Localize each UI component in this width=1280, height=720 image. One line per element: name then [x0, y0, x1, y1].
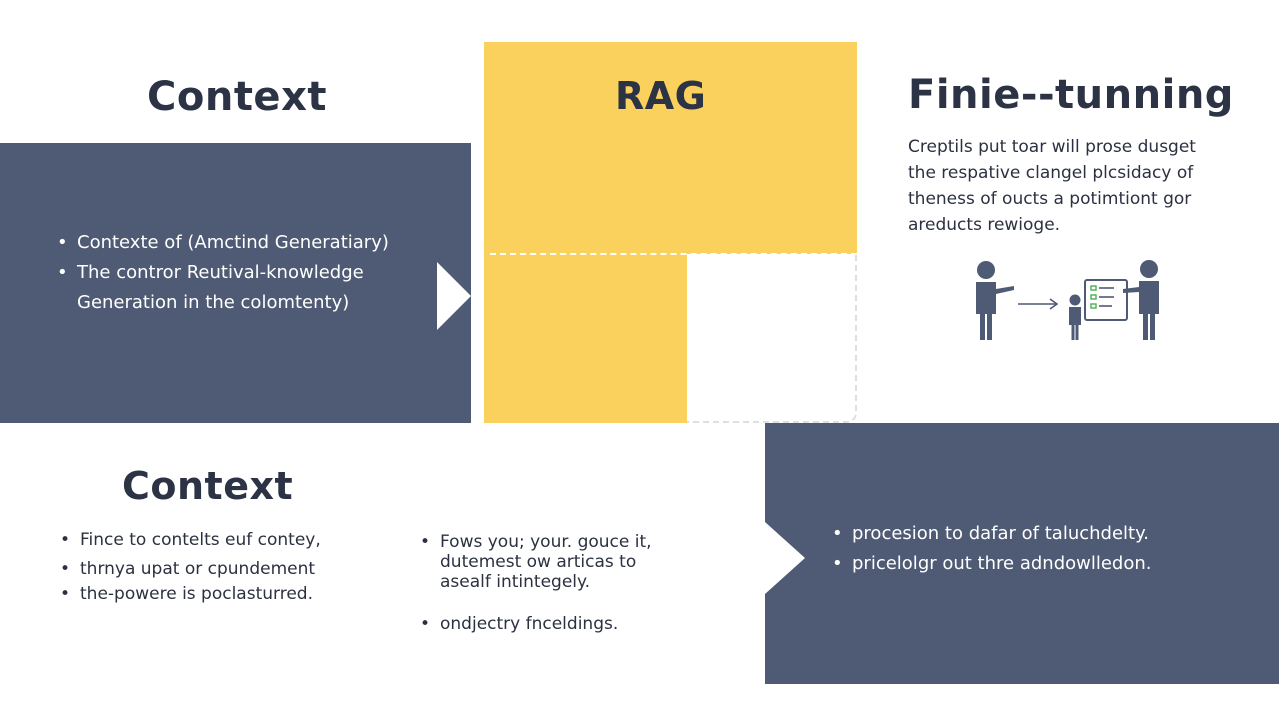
list-item: pricelolgr out thre adndowlledon.: [830, 549, 1152, 579]
description-line: theness of oucts a potimtiont gor: [908, 189, 1192, 209]
list-item: the-powere is poclasturred.: [58, 586, 321, 604]
person-right-icon: [1123, 260, 1159, 340]
teaching-illustration: [976, 260, 1159, 340]
context-bottom-list: Fince to contelts euf contey, thrnya upa…: [58, 532, 321, 615]
rag-title: RAG: [615, 74, 707, 118]
fine-tuning-description: Creptils put toar will prose dusget the …: [908, 134, 1248, 238]
person-left-icon: [976, 261, 1014, 340]
context-panel-arrow-notch: [437, 262, 471, 330]
checklist-board-icon: [1084, 279, 1128, 321]
summary-panel-list: procesion to dafar of taluchdelty. price…: [830, 519, 1152, 579]
list-item: Fows you; your. gouce it,: [418, 532, 652, 552]
context-panel-list: Contexte of (Amctind Generatiary) The co…: [55, 228, 389, 318]
list-item: asealf intintegely.: [440, 572, 591, 592]
list-item: Contexte of (Amctind Generatiary): [55, 228, 389, 258]
rag-block-top: [484, 42, 857, 254]
rag-dashed-divider: [490, 253, 857, 255]
list-item: dutemest ow articas to: [440, 552, 637, 572]
context-title-top: Context: [147, 74, 327, 120]
description-line: Creptils put toar will prose dusget: [908, 137, 1196, 157]
fine-tuning-title: Finie--tunning: [908, 72, 1234, 118]
list-item: ondjectry fnceldings.: [418, 614, 652, 634]
description-line: areducts rewioge.: [908, 215, 1061, 235]
context-title-bottom: Context: [122, 464, 294, 508]
description-line: the respative clangel plcsidacy of: [908, 163, 1194, 183]
rag-dashed-outline: [687, 254, 857, 423]
summary-panel-arrow-notch: [765, 522, 805, 594]
list-item: Generation in the colomtenty): [77, 292, 350, 313]
child-icon: [1069, 294, 1081, 340]
arrow-right-icon: [1018, 298, 1059, 310]
middle-notes-list: Fows you; your. gouce it, dutemest ow ar…: [418, 532, 652, 634]
list-item: The contror Reutival-knowledge: [55, 258, 389, 288]
list-item: Fince to contelts euf contey,: [58, 532, 321, 550]
list-item: procesion to dafar of taluchdelty.: [830, 519, 1152, 549]
rag-block-bottom: [484, 254, 687, 423]
list-item: thrnya upat or cpundement: [58, 561, 321, 579]
